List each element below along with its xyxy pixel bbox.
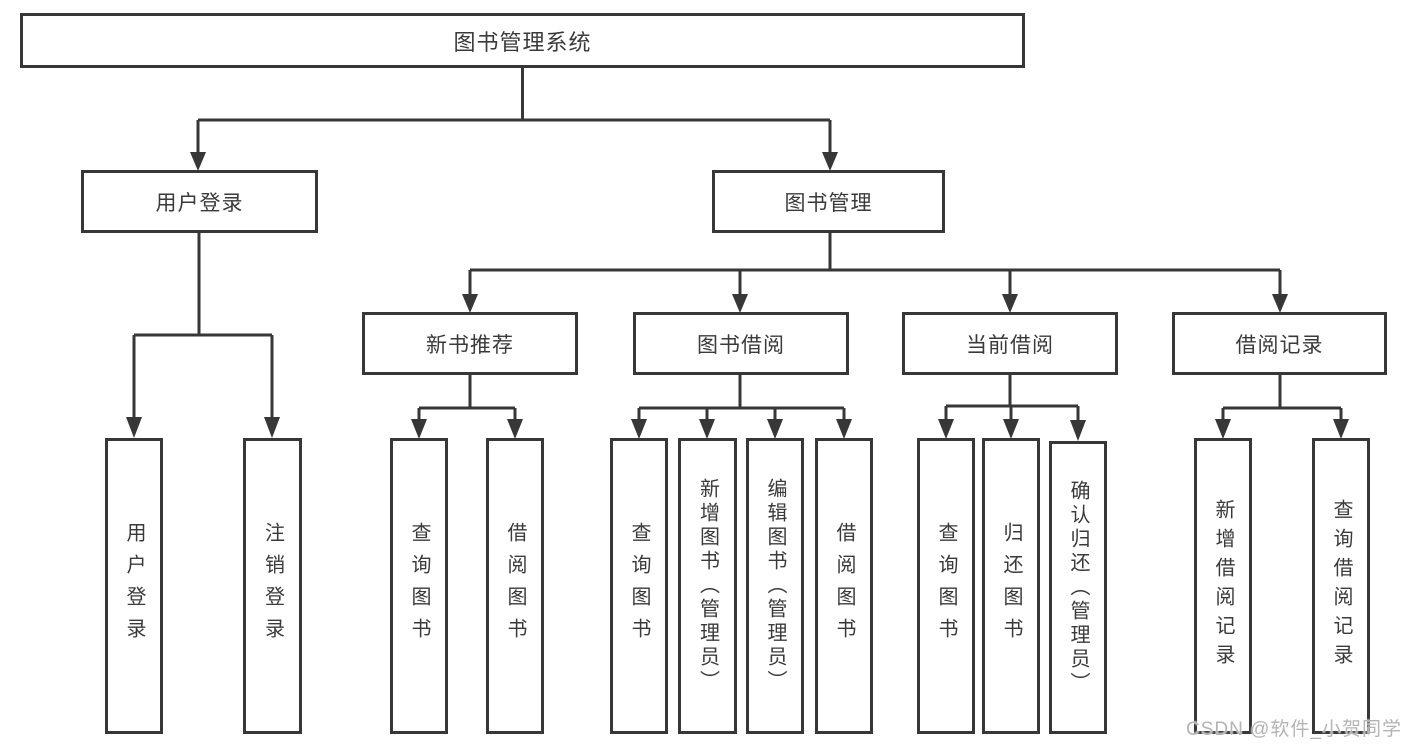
leaf-current-query-books: 查询图书 <box>917 438 975 734</box>
leaf-records-query-record: 查询借阅记录 <box>1312 438 1370 734</box>
leaf-user-login: 用户登录 <box>105 438 163 734</box>
node-user-login: 用户登录 <box>81 170 318 233</box>
node-borrow-records: 借阅记录 <box>1172 312 1387 375</box>
leaf-borrow-edit-books-admin: 编辑图书（管理员） <box>746 438 804 734</box>
node-book-management: 图书管理 <box>712 170 945 233</box>
leaf-recommend-borrow-books: 借阅图书 <box>486 438 544 734</box>
leaf-records-add-record: 新增借阅记录 <box>1194 438 1252 734</box>
csdn-watermark: CSDN @软件_小贺同学 <box>1186 719 1402 740</box>
leaf-logout: 注销登录 <box>243 438 302 734</box>
leaf-recommend-query-books: 查询图书 <box>390 438 448 734</box>
node-book-borrow: 图书借阅 <box>633 312 849 375</box>
node-current-borrow: 当前借阅 <box>902 312 1118 375</box>
leaf-borrow-add-books-admin: 新增图书（管理员） <box>678 438 737 734</box>
leaf-current-confirm-return-admin: 确认归还（管理员） <box>1049 441 1107 734</box>
leaf-borrow-borrow-books: 借阅图书 <box>815 438 873 734</box>
node-root: 图书管理系统 <box>20 13 1025 68</box>
leaf-borrow-query-books: 查询图书 <box>610 438 668 734</box>
leaf-current-return-books: 归还图书 <box>982 438 1040 734</box>
node-new-book-recommend: 新书推荐 <box>362 312 578 375</box>
